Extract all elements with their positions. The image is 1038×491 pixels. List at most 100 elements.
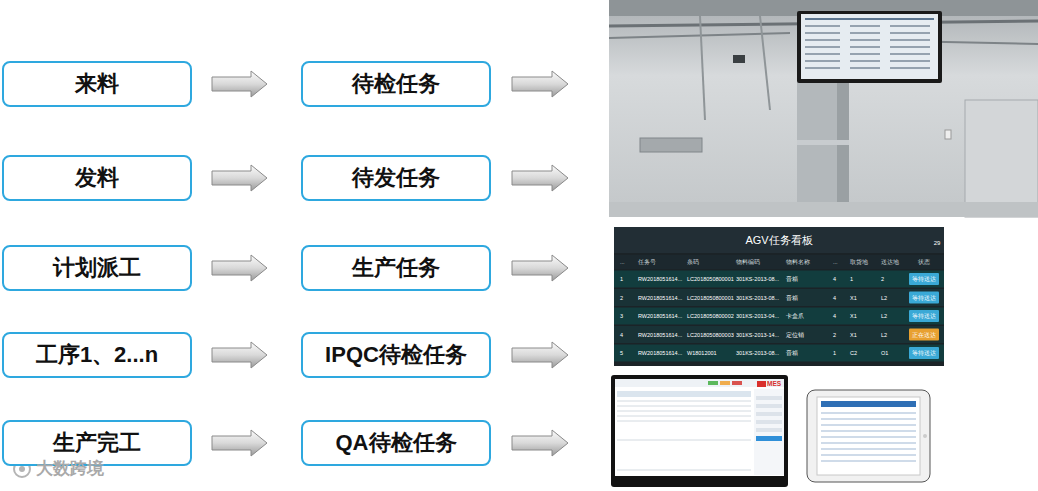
app-logo: MES — [767, 380, 781, 387]
box-label: 生产完工 — [53, 430, 141, 456]
sidebar-item — [756, 412, 782, 416]
board-row — [614, 308, 944, 325]
watermark-icon — [19, 466, 25, 472]
table-cell: 3 — [620, 313, 623, 319]
table-cell: 4 — [833, 294, 836, 300]
table-cell: LC2018050800001 — [687, 294, 734, 300]
table-cell: 4 — [833, 276, 836, 282]
sidebar-item — [756, 404, 782, 408]
process-box: 来料 — [2, 61, 192, 107]
status-text: 正在送达 — [912, 331, 936, 337]
box-label: 计划派工 — [53, 255, 141, 281]
monitor-bezel — [611, 375, 788, 487]
box-label: 来料 — [75, 71, 119, 97]
table-cell: LC2018050800003 — [687, 331, 734, 337]
table-cell: C2 — [850, 350, 857, 356]
factory-photo — [609, 0, 1038, 217]
flow-arrow — [212, 342, 267, 368]
toolbar — [615, 379, 784, 387]
board-title: AGV任务看板 — [745, 234, 812, 246]
board-row — [614, 326, 944, 343]
sidebar-item — [756, 396, 782, 400]
table-header: 送达地 — [881, 259, 899, 265]
sidebar-item — [756, 420, 782, 424]
status-text: 等待送达 — [912, 313, 936, 319]
screen-rows — [805, 19, 934, 68]
table-lines — [617, 401, 751, 470]
table-cell: 音箱 — [786, 276, 798, 282]
box-label: 生产任务 — [352, 255, 440, 281]
pointer-arrow — [512, 430, 568, 456]
box-label: 发料 — [75, 165, 119, 191]
box-label: IPQC待检任务 — [325, 342, 467, 368]
table-cell: RW2018051614... — [638, 350, 682, 356]
table-cell: 5 — [620, 350, 623, 356]
table-cell: RW2018051614... — [638, 276, 682, 282]
box-label: 工序1、2...n — [36, 342, 158, 368]
board-background — [614, 227, 944, 366]
air-unit — [640, 138, 702, 152]
status-text: 等待送达 — [912, 294, 936, 300]
table-cell: 4 — [620, 331, 623, 337]
table-header: 状态 — [918, 259, 930, 265]
box-label: 待检任务 — [352, 71, 440, 97]
pointer-arrow — [512, 165, 568, 191]
tablet-header — [821, 401, 916, 407]
table-cell: 1 — [833, 350, 836, 356]
process-box: QA待检任务 — [301, 420, 491, 466]
process-box: 工序1、2...n — [2, 332, 192, 378]
table-header: 物料编码 — [736, 259, 760, 265]
table-cell: 301KS-2013-08... — [736, 294, 779, 300]
table-cell: L2 — [881, 331, 887, 337]
status-button — [909, 347, 939, 359]
table-cell: X1 — [850, 313, 857, 319]
table-header: ... — [833, 259, 838, 265]
wall-switch — [945, 130, 951, 139]
table-header: 取货地 — [850, 259, 868, 265]
table-cell: L2 — [881, 294, 887, 300]
process-box: 计划派工 — [2, 245, 192, 291]
table-cell: 2 — [833, 331, 836, 337]
table-cell: 音箱 — [786, 294, 798, 300]
process-box: 生产任务 — [301, 245, 491, 291]
board-row — [614, 289, 944, 306]
board-row — [614, 271, 944, 288]
agv-board — [614, 227, 944, 366]
pillar-band — [797, 140, 849, 145]
toolbar-button — [720, 381, 730, 385]
table-cell: O1 — [881, 350, 888, 356]
box-label: QA待检任务 — [336, 430, 457, 456]
pointer-arrow — [512, 342, 568, 368]
wall-monitor — [797, 11, 942, 83]
process-box: IPQC待检任务 — [301, 332, 491, 378]
sidebar — [754, 389, 784, 475]
table-cell: 音箱 — [786, 350, 798, 356]
tablet-body — [807, 390, 930, 482]
table-cell: 4 — [833, 313, 836, 319]
counter: 29 — [934, 240, 941, 247]
status-button — [909, 292, 939, 304]
table-header: 任务号 — [638, 259, 656, 265]
board-title-band — [614, 227, 944, 253]
table-cell: RW2018051614... — [638, 331, 682, 337]
photo-background — [609, 0, 1038, 217]
table-cell: 卡盒爪 — [786, 313, 804, 319]
tablet-rows — [821, 413, 916, 461]
status-text: 等待送达 — [912, 276, 936, 282]
status-button — [909, 310, 939, 322]
camera — [733, 55, 745, 63]
table-cell: W18012001 — [687, 350, 717, 356]
table-cell: 1 — [620, 276, 623, 282]
monitor-screen — [801, 14, 938, 79]
home-button — [923, 434, 927, 438]
table-cell: 301KS-2013-08... — [736, 350, 779, 356]
table-cell: 2 — [620, 294, 623, 300]
status-text: 等待送达 — [912, 350, 936, 356]
flow-arrow — [212, 165, 267, 191]
table-cell: LC2018050800001 — [687, 276, 734, 282]
table-cell: 301KS-2013-08... — [736, 276, 779, 282]
process-box: 发料 — [2, 155, 192, 201]
table-cell: X1 — [850, 294, 857, 300]
sidebar-item-active — [756, 436, 782, 441]
